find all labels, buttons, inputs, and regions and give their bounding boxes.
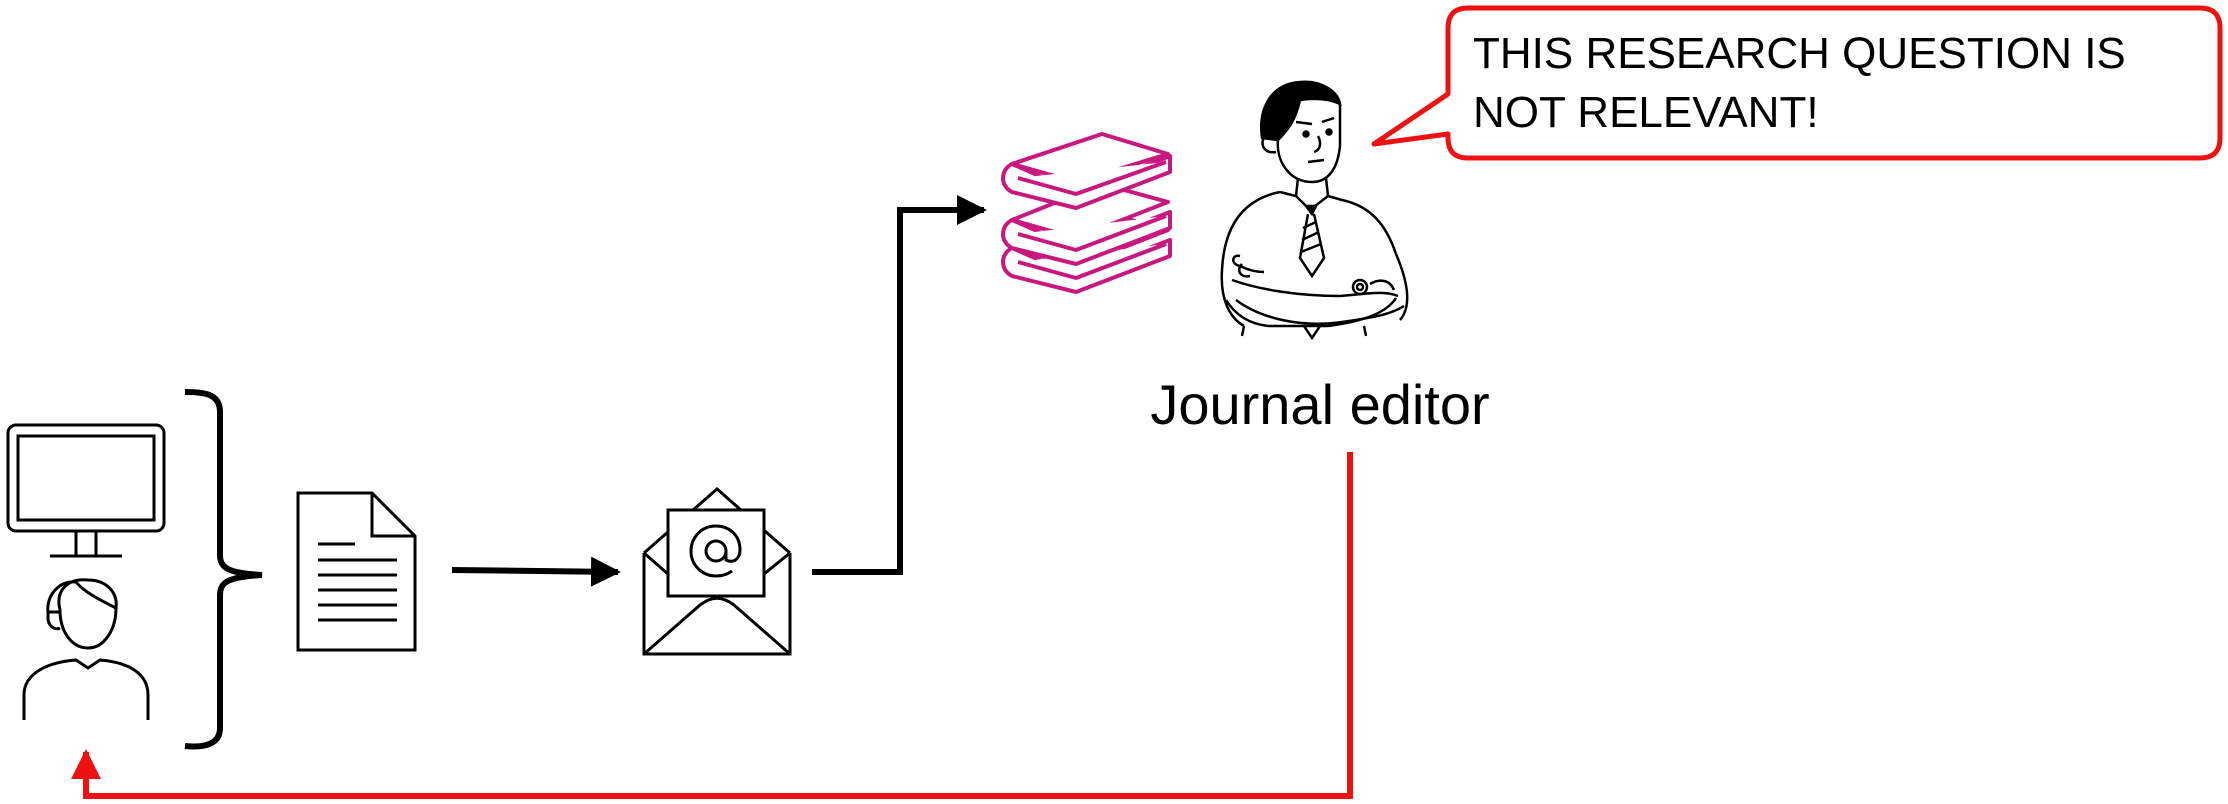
researcher-icon [22, 578, 150, 720]
books-icon [1001, 132, 1172, 294]
editor-person-icon [1220, 80, 1409, 341]
arrow-doc-to-email [451, 556, 621, 587]
arrow-email-to-books [812, 195, 987, 575]
editor-label: Journal editor [1150, 373, 1489, 436]
bracket [184, 389, 263, 750]
document-icon [296, 491, 417, 652]
rejection-return-arrow [71, 452, 1353, 799]
speech-bubble-line-2: NOT RELEVANT! [1473, 88, 1819, 137]
email-icon [642, 487, 792, 656]
computer-icon [6, 423, 166, 558]
speech-bubble [1371, 5, 2223, 161]
speech-bubble-line-1: THIS RESEARCH QUESTION IS [1473, 29, 2126, 78]
